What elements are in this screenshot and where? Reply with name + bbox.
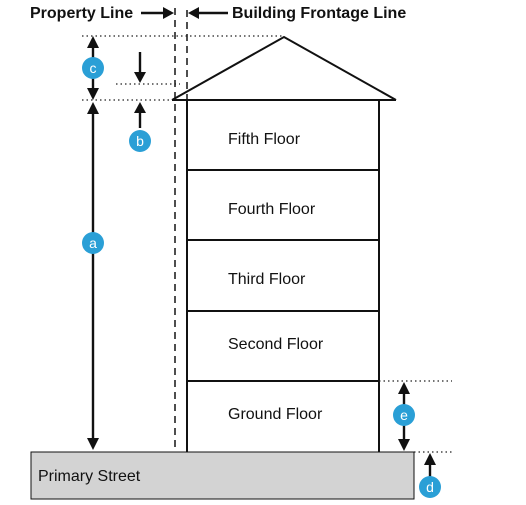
marker-a: a [82,232,104,254]
dimension-b-arrow-down [134,52,146,83]
dimension-d-arrow [424,453,436,478]
svg-text:b: b [136,133,144,149]
primary-street [30,451,415,500]
marker-c: c [82,57,104,79]
svg-text:d: d [426,479,434,495]
primary-street-label: Primary Street [38,468,141,485]
svg-text:c: c [90,60,97,76]
marker-b: b [129,130,151,152]
frontage-line-arrow [188,7,228,19]
property-line-arrow [141,7,174,19]
dimension-b-arrow-up [134,102,146,128]
frontage-line-label: Building Frontage Line [232,5,406,22]
floor-label-fifth: Fifth Floor [228,131,301,148]
roof [171,35,397,101]
floor-label-third: Third Floor [228,271,306,288]
marker-e: e [393,404,415,426]
property-line-label: Property Line [30,5,133,22]
svg-text:e: e [400,407,408,423]
floor-label-ground: Ground Floor [228,406,323,423]
svg-text:a: a [89,235,97,251]
dimension-a-arrow [87,102,99,450]
floor-label-fourth: Fourth Floor [228,201,316,218]
floor-label-second: Second Floor [228,336,324,353]
marker-d: d [419,476,441,498]
